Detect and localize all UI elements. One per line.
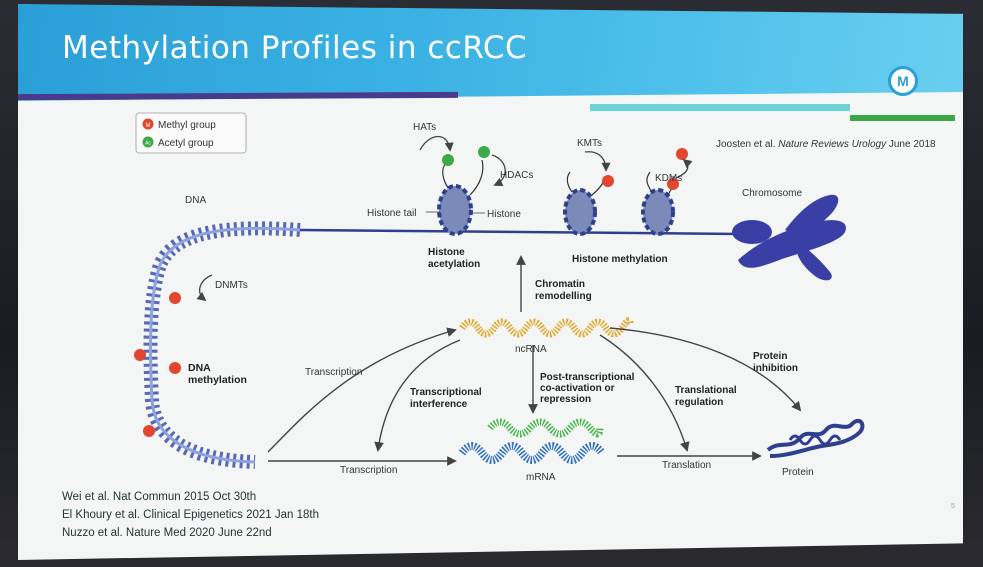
histone-acetylation-label-2: acetylation: [428, 259, 480, 270]
logo-letter: M: [897, 73, 909, 89]
acetyl-mark: [478, 146, 490, 158]
nucleosome-acetylated: [437, 146, 490, 236]
dna-methylation-label-2: methylation: [188, 374, 247, 386]
dnmts-arrow: [196, 274, 213, 302]
histone-tail: [566, 171, 573, 193]
chromosome-arm: [738, 220, 846, 268]
methyl-group-icon: [142, 118, 154, 130]
dna-linker: [299, 228, 741, 236]
nucleosome-methylated-2: [641, 148, 688, 236]
figure-source: Joosten et al. Nature Reviews Urology Ju…: [716, 139, 936, 150]
page-number: 5: [951, 503, 955, 510]
legend-methyl-symbol: M: [146, 123, 151, 129]
nucleosome: [643, 190, 673, 234]
translation-label: Translation: [662, 460, 711, 471]
brand-logo: M: [888, 66, 918, 96]
kdms-label: KDMs: [655, 173, 682, 184]
dna-methyl-mark: [169, 292, 181, 304]
nucleosome-wrap: [437, 184, 473, 236]
accent-bar-green: [850, 115, 955, 121]
reference-line: El Khoury et al. Clinical Epigenetics 20…: [62, 509, 319, 521]
dna-methyl-mark: [143, 425, 155, 437]
slide-title: Methylation Profiles in ccRCC: [62, 30, 528, 66]
legend-acetyl-label: Acetyl group: [158, 138, 214, 149]
dna-methylation-label-1: DNA: [188, 362, 211, 374]
dna-methyl-mark: [134, 349, 146, 361]
chromosome-arm: [785, 194, 839, 234]
chromosome-label: Chromosome: [742, 188, 802, 199]
mrna-strand-top: [487, 418, 604, 438]
nucleosome: [565, 190, 595, 234]
dna-helix-line: [149, 226, 301, 464]
hdacs-arrow: [491, 154, 506, 187]
methyl-mark: [602, 175, 614, 187]
source-journal: Nature Reviews Urology: [778, 139, 887, 150]
chromosome-arm: [732, 220, 772, 244]
kmts-label: KMTs: [577, 138, 602, 149]
chromatin-remodelling-label-1: Chromatin: [535, 279, 585, 290]
nucleosome: [439, 186, 471, 234]
nucleosome-methylated-1: [563, 171, 614, 236]
legend-box: [135, 112, 247, 154]
histone-label: Histone: [487, 209, 521, 220]
translational-regulation-arrow: [599, 334, 690, 452]
legend-methyl-label: Methyl group: [158, 120, 216, 131]
protein-label: Protein: [782, 467, 814, 478]
ncrna-label: ncRNA: [515, 344, 547, 355]
ncrna-strand: [459, 317, 634, 338]
transcription-bottom-label: Transcription: [340, 465, 397, 476]
kmts-arrow: [584, 151, 611, 172]
methyl-mark-free: [676, 148, 688, 160]
transcriptional-interference-label-2: interference: [410, 399, 468, 410]
histone-tail-label: Histone tail: [367, 208, 416, 219]
reference-line: Nuzzo et al. Nature Med 2020 June 22nd: [62, 527, 272, 539]
nucleosome-wrap: [563, 188, 597, 236]
post-transcriptional-label-3: repression: [540, 394, 591, 405]
protein-inhibition-arrow: [609, 327, 802, 412]
chromosome: [732, 194, 846, 281]
accent-bar-teal: [590, 104, 850, 111]
hats-arrow: [419, 135, 454, 152]
transcriptional-interference-label-1: Transcriptional: [410, 387, 482, 398]
dna-backbone: [143, 221, 301, 469]
post-transcriptional-label-1: Post-transcriptional: [540, 372, 635, 383]
chromatin-remodelling-label-2: remodelling: [535, 291, 592, 302]
dna-label: DNA: [185, 195, 206, 206]
histone-tail: [469, 159, 484, 196]
acetyl-mark: [442, 154, 454, 166]
transcription-curve-arrow: [267, 327, 457, 453]
chromosome-arm: [795, 240, 832, 281]
dna-methyl-mark: [169, 362, 181, 374]
kdms-arrow: [675, 158, 693, 179]
protein-inhibition-label-2: inhibition: [753, 363, 798, 374]
nucleosome-wrap: [641, 188, 675, 236]
hats-label: HATs: [413, 122, 436, 133]
dnmts-label: DNMTs: [215, 280, 248, 291]
mrna-label: mRNA: [526, 472, 556, 483]
legend-acetyl-symbol: Ac: [145, 141, 151, 147]
protein-inhibition-label-1: Protein: [753, 351, 787, 362]
methyl-mark: [667, 178, 679, 190]
source-date: June 2018: [888, 139, 936, 150]
translational-regulation-label-2: regulation: [675, 397, 723, 408]
protein-helix: [788, 434, 842, 446]
translational-regulation-label-1: Translational: [675, 385, 737, 396]
reference-line: Wei et al. Nat Commun 2015 Oct 30th: [62, 491, 257, 503]
title-band: [18, 4, 963, 101]
transcriptional-interference-arrow: [374, 339, 461, 452]
mrna-strand: [458, 442, 606, 464]
transcription-curve-label: Transcription: [305, 367, 362, 378]
source-authors: Joosten et al.: [716, 139, 776, 150]
histone-methylation-label: Histone methylation: [572, 254, 668, 265]
post-transcriptional-label-2: co-activation or: [540, 383, 615, 394]
dna-strand: [134, 221, 741, 469]
protein-coil: [766, 418, 865, 458]
legend: M Methyl group Ac Acetyl group: [135, 112, 247, 154]
hdacs-label: HDACs: [500, 170, 533, 181]
histone-acetylation-label-1: Histone: [428, 247, 465, 258]
acetyl-group-icon: [142, 136, 154, 148]
histone-tail: [646, 171, 653, 193]
